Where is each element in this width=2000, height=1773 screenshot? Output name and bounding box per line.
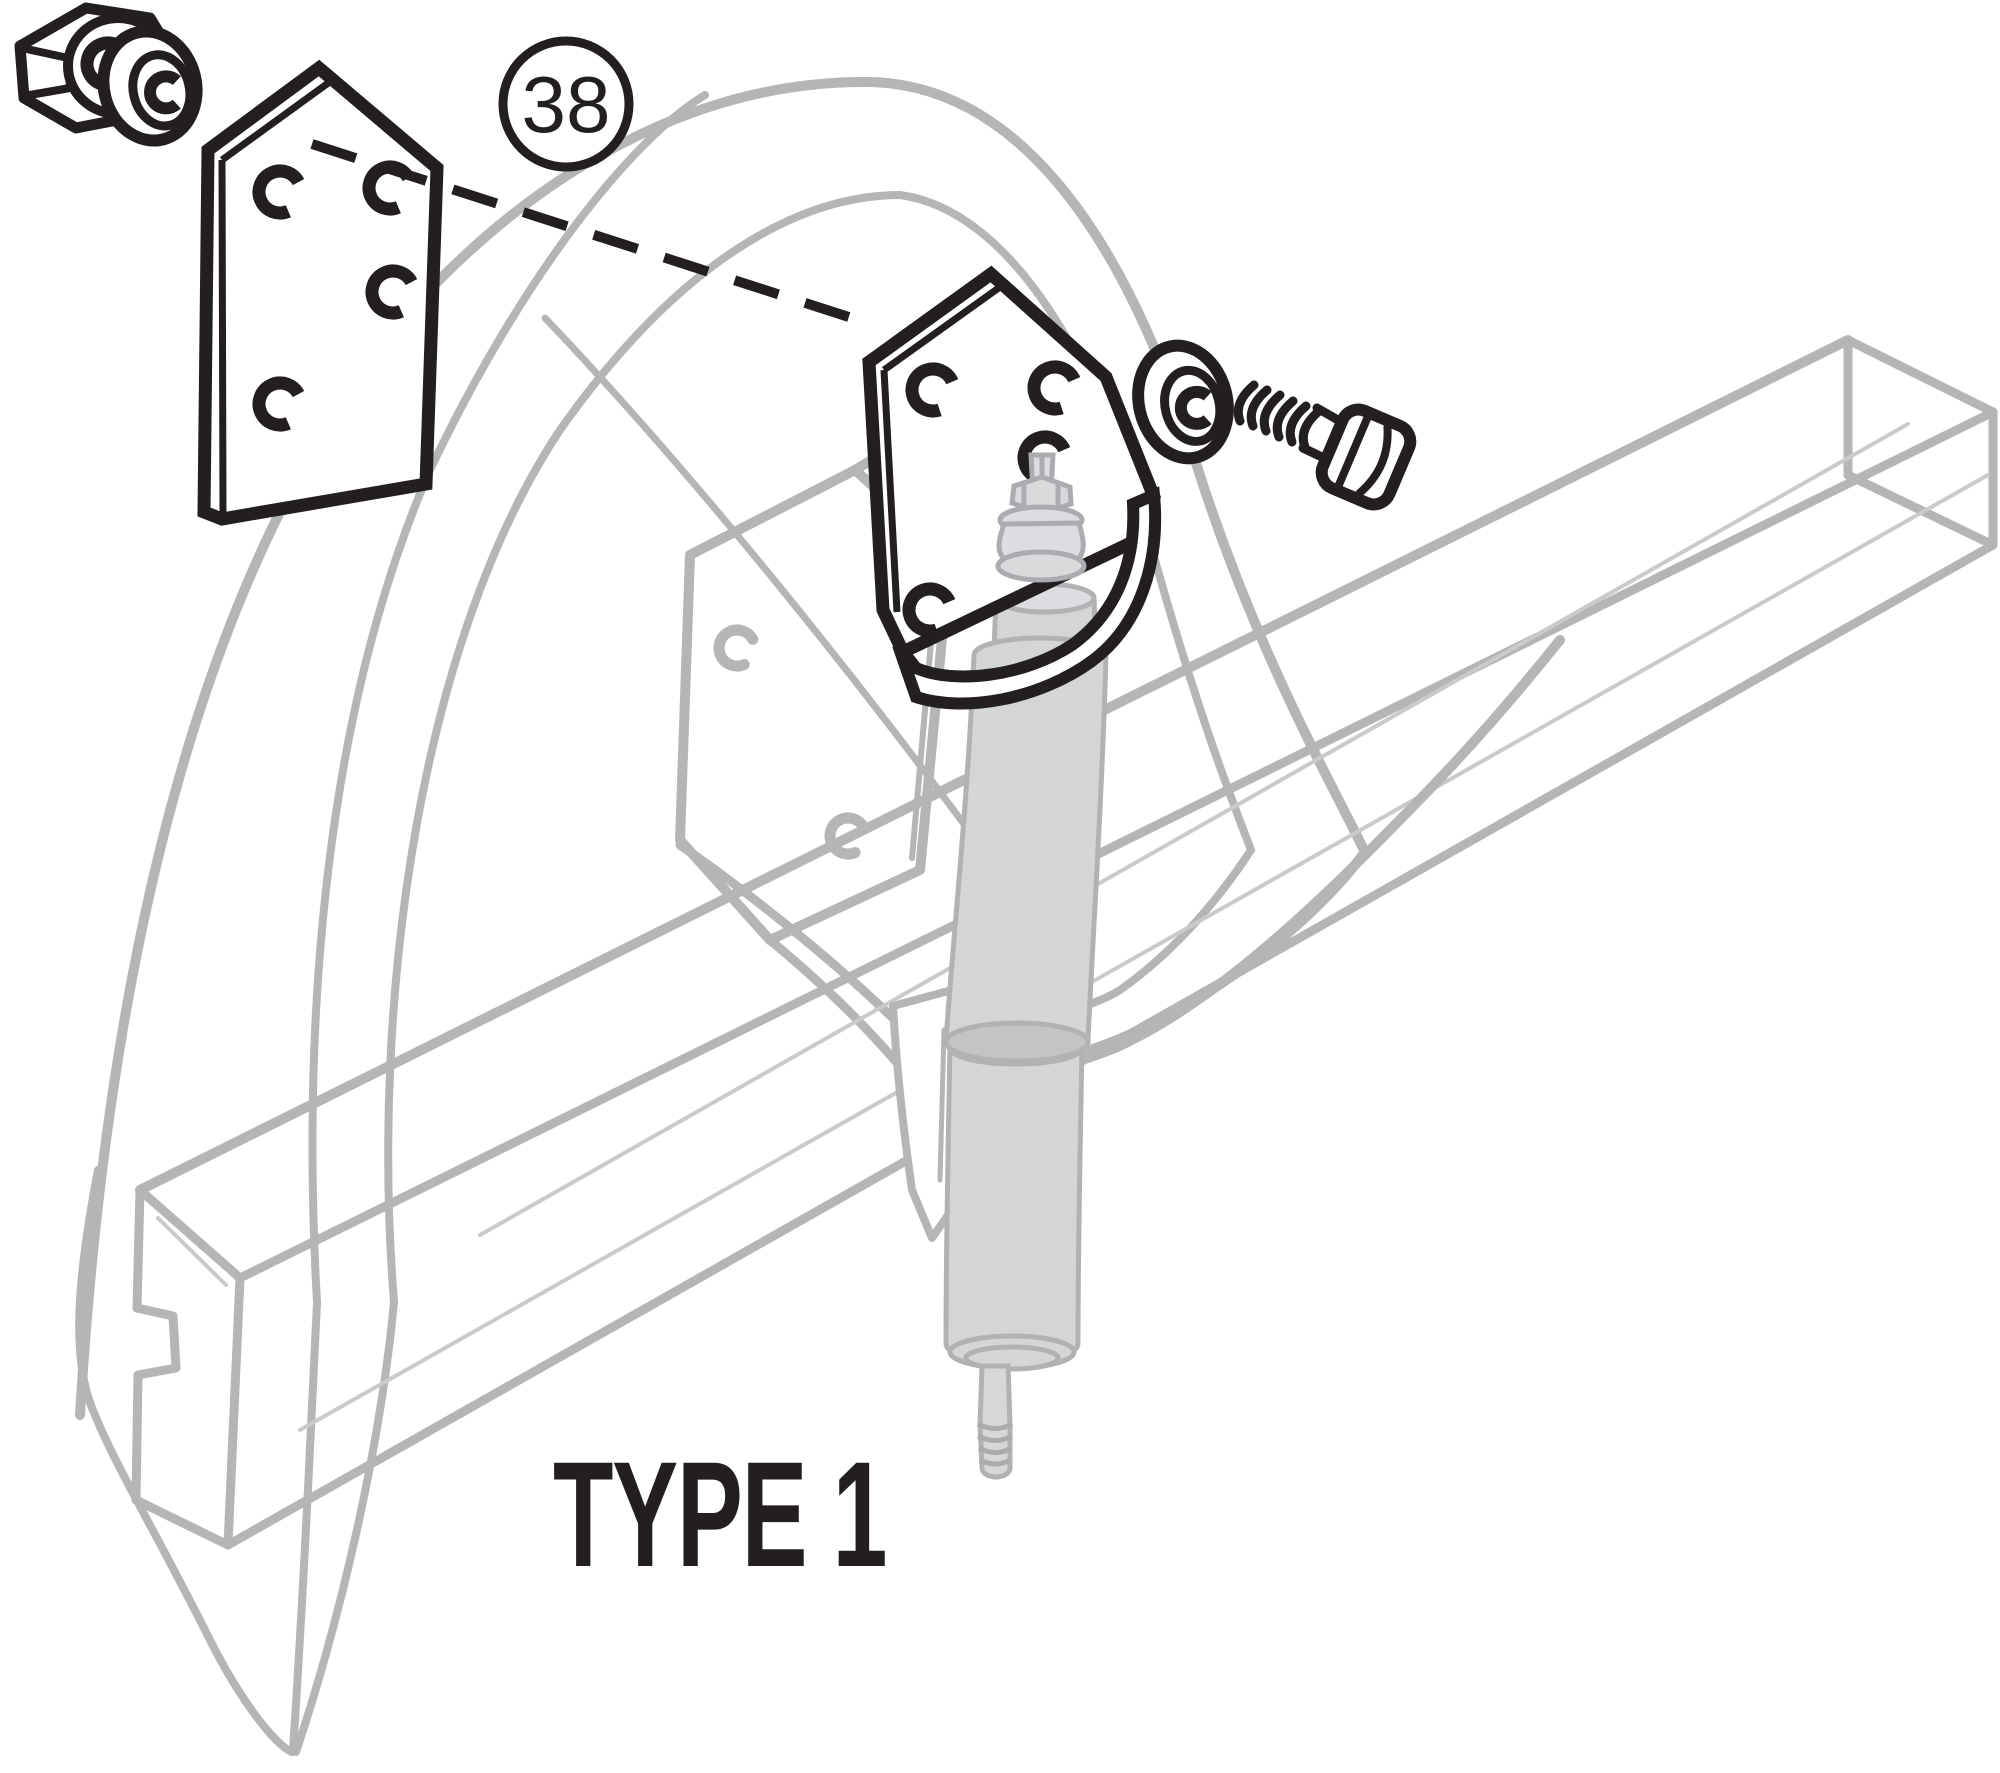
plate-bolt-hole — [252, 376, 308, 432]
plate-bolt-hole — [252, 164, 308, 220]
bolt-head — [1315, 403, 1417, 511]
shackle-hole — [713, 624, 761, 672]
bolt-shank-edge — [1298, 443, 1329, 463]
stud-thread — [978, 1457, 1012, 1467]
bolt-shank-edge — [1312, 403, 1343, 425]
mounting-bolt — [1233, 380, 1417, 511]
fender-corner-wedge — [289, 1298, 321, 1754]
bolt-thread — [1233, 380, 1259, 426]
stud-nut-facet — [1021, 481, 1061, 510]
callout-circle — [498, 36, 634, 172]
washer-hole — [1174, 385, 1219, 430]
fender-crease-line — [308, 91, 709, 1306]
plate-bolt-hole — [365, 264, 421, 320]
lower-bushing-washer — [995, 549, 1087, 583]
rail-top-face-highlight — [478, 422, 1910, 1237]
bracket-bolt-hole — [905, 362, 961, 418]
washer-hole — [144, 70, 189, 115]
rail-side-face-highlight — [298, 473, 1990, 1432]
shock-absorber — [943, 581, 1109, 1480]
bracket-edge-thickness — [880, 369, 901, 613]
shackle-hole — [824, 812, 872, 860]
bolt-head-facet — [1333, 410, 1373, 493]
bolt-head-facet — [1355, 422, 1392, 498]
upper-mount-plate — [197, 59, 444, 526]
plate-edge-thickness — [218, 159, 227, 515]
upper-shock-bracket — [862, 265, 1162, 710]
bolt-thread — [1272, 396, 1298, 442]
callout-number: 38 — [522, 60, 611, 149]
plate-edge-thickness — [219, 78, 334, 163]
rail-near-end-inner-line — [156, 1216, 228, 1287]
clip-inner-line — [937, 1027, 947, 1183]
rail-far-end-cap — [1843, 335, 1998, 550]
leader-dashed-line — [310, 139, 860, 325]
flat-washer-right — [1132, 339, 1234, 465]
stud-thread — [977, 1445, 1013, 1455]
callout-bubble: 38 — [498, 36, 634, 172]
plate-outline — [197, 59, 444, 526]
flat-washer-left — [97, 25, 203, 147]
fender-front-edge — [75, 1166, 296, 1756]
shock-lower-body — [943, 1047, 1085, 1365]
fender-corner-wedge-edge — [292, 1298, 398, 1756]
shock-top-stud-assembly — [995, 452, 1087, 583]
rail-top-front-edge — [235, 407, 1998, 1283]
rail-near-end-cap — [131, 1185, 245, 1550]
shock-joint-shadow — [943, 1020, 1091, 1064]
bracket-edge-thickness — [881, 284, 1003, 373]
stud-thread — [976, 1421, 1014, 1431]
bracket-flange — [892, 486, 1162, 710]
bolt-thread — [1259, 390, 1285, 436]
stud-thread — [976, 1433, 1014, 1443]
bolt-thread — [1246, 385, 1272, 431]
bracket-bolt-hole — [902, 582, 958, 638]
nut-facet-lines — [21, 44, 74, 100]
bracket-bolt-hole — [1027, 360, 1083, 416]
type-label: TYPE 1 — [553, 1430, 886, 1598]
bolt-thread — [1285, 401, 1311, 447]
bolt-thread — [1298, 406, 1324, 452]
